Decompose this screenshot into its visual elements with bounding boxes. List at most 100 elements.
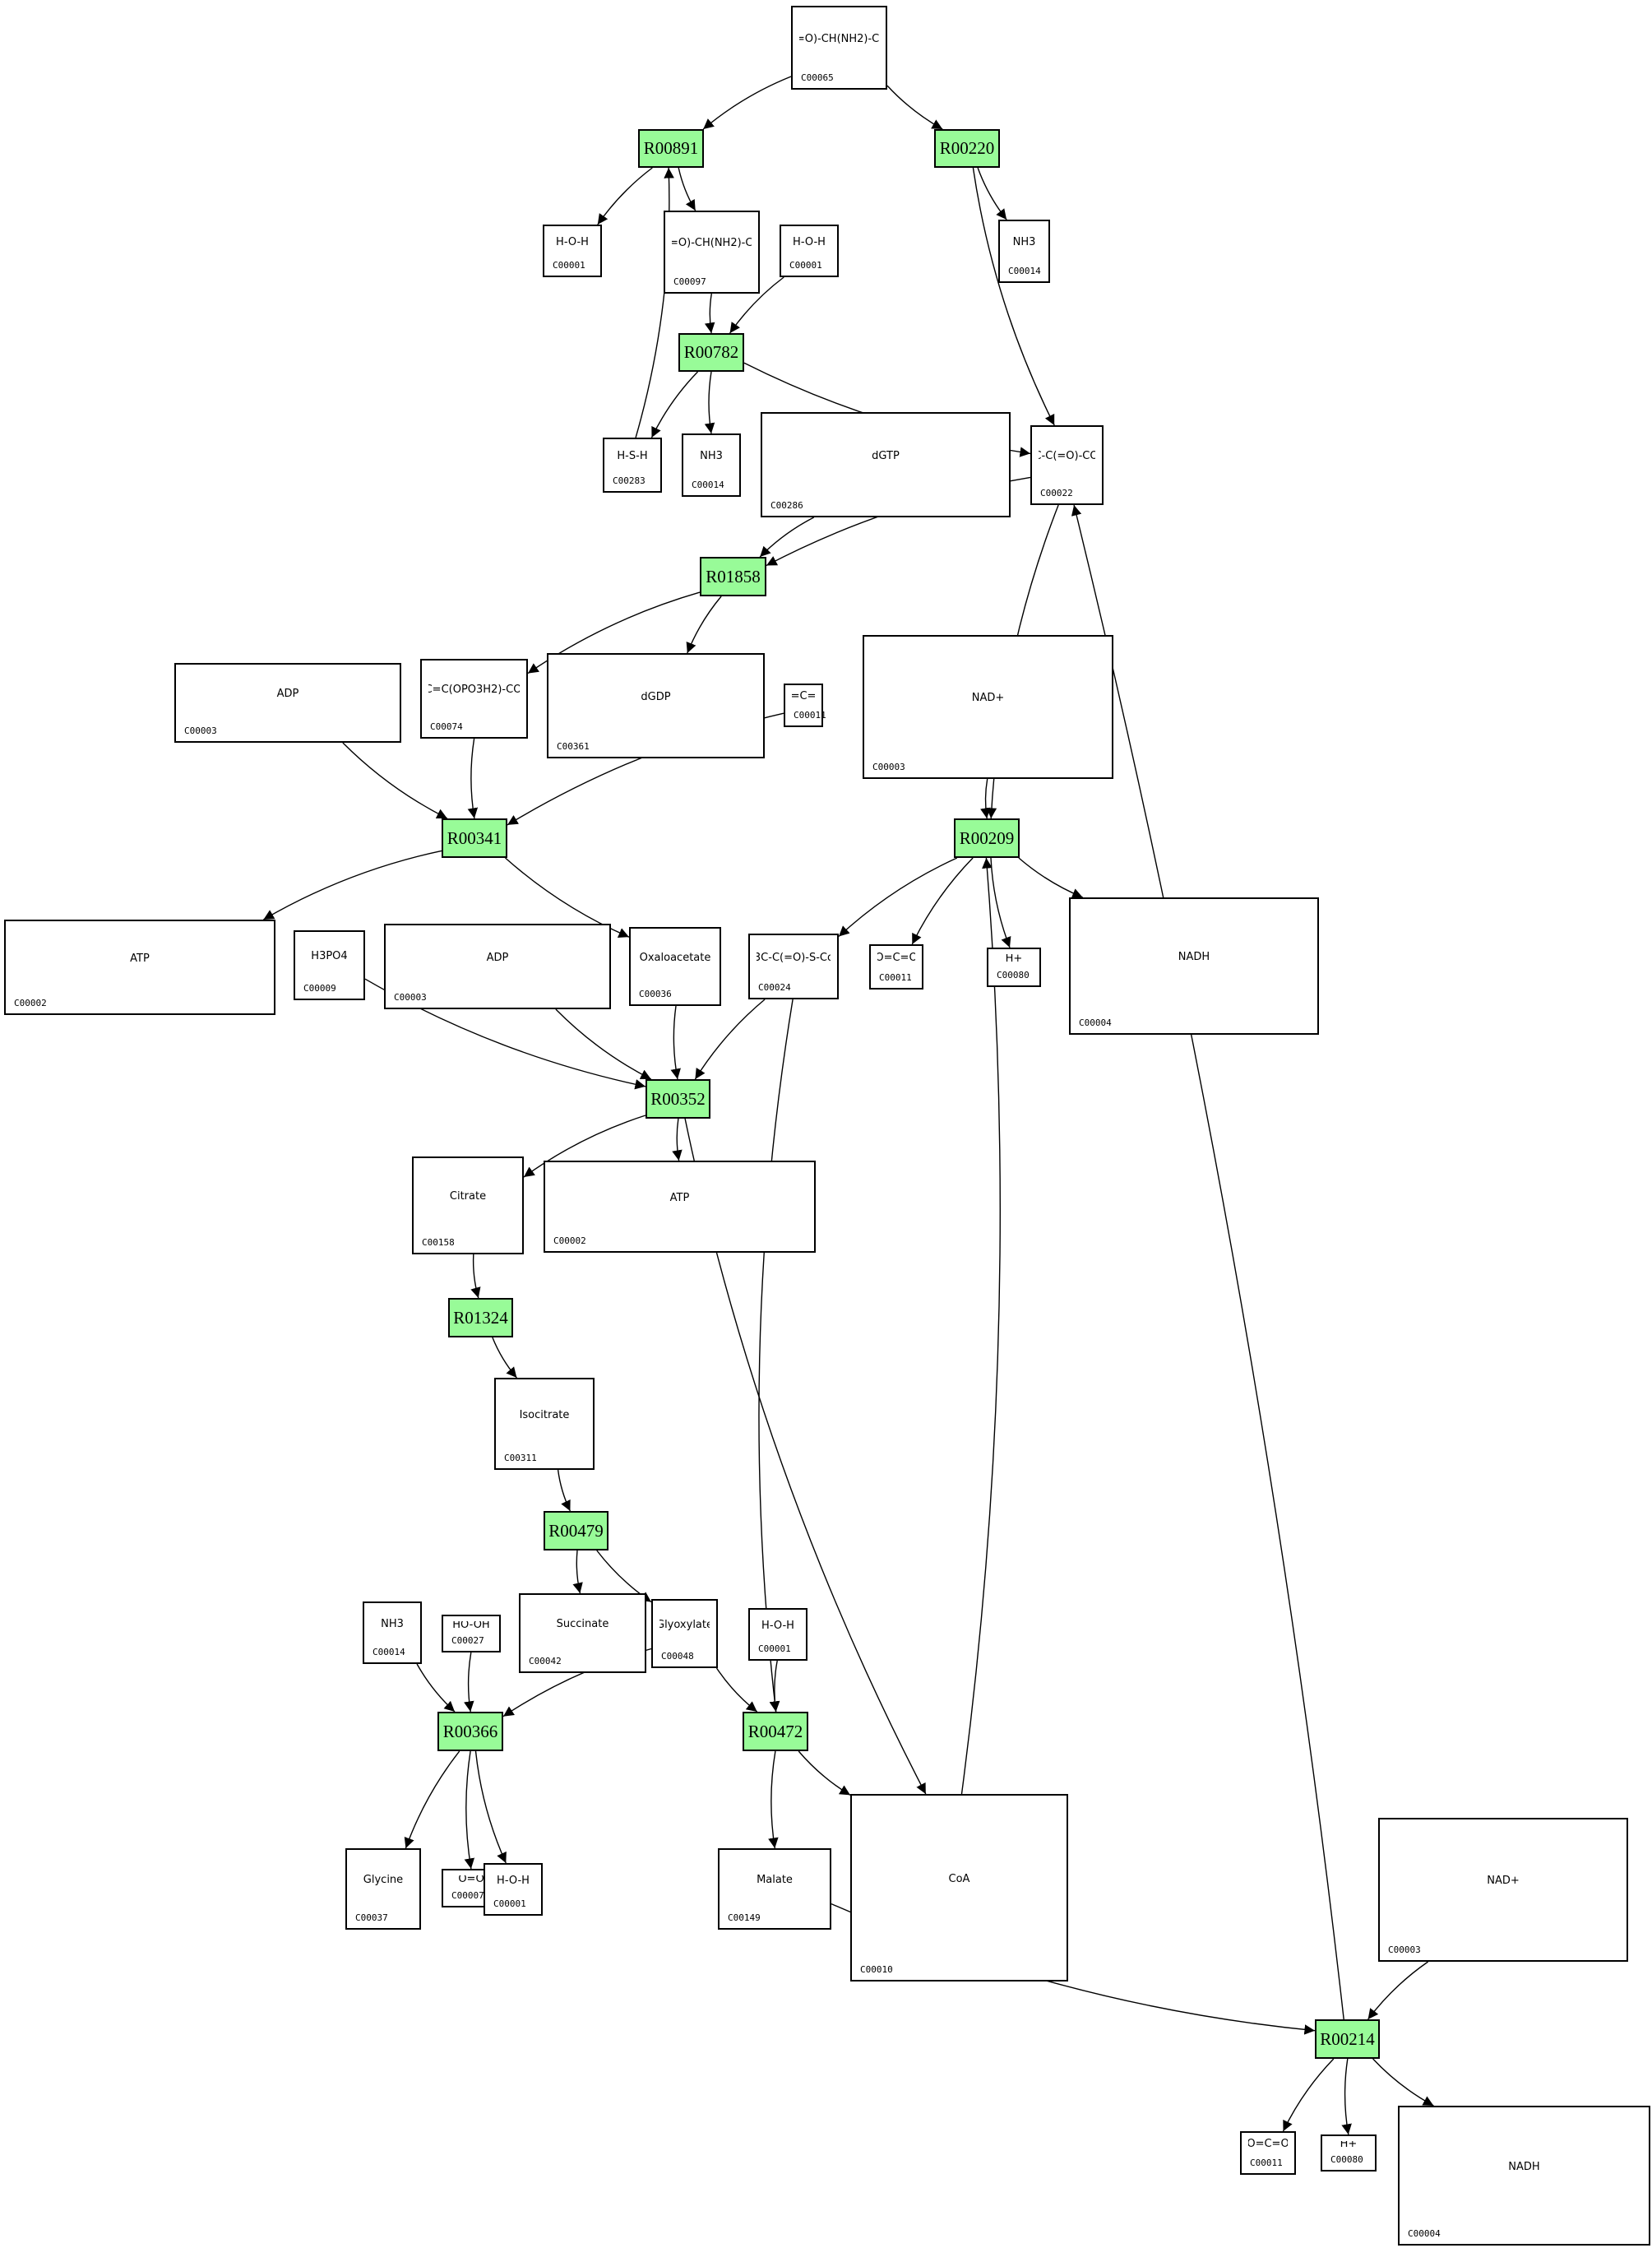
compound-node-c00003d[interactable]: NAD+C00003 [1378, 1818, 1628, 1962]
compound-node-c00080b[interactable]: H+C00080 [1321, 2134, 1377, 2172]
edge-r00891-to-c00097 [678, 167, 696, 211]
structure-image: ATP [130, 952, 150, 965]
reaction-node-r01324[interactable]: R01324 [448, 1298, 513, 1337]
edge-r00209-to-c00011b [911, 857, 974, 945]
compound-id-label: C00311 [504, 1453, 537, 1463]
compound-id-label: C00003 [394, 992, 427, 1003]
compound-id-label: C00042 [529, 1656, 562, 1666]
reaction-label: R00782 [683, 342, 739, 362]
structure-image: NH3 [700, 450, 723, 463]
structure-image: Glyoxylate [659, 1618, 710, 1631]
edge-c00311-to-r00479 [557, 1469, 571, 1512]
reaction-node-r00891[interactable]: R00891 [638, 129, 704, 168]
edge-c00014c-to-r00366 [416, 1663, 456, 1713]
reaction-node-r00341[interactable]: R00341 [442, 818, 507, 858]
compound-id-label: C00080 [997, 970, 1030, 980]
compound-node-c00024[interactable]: H3C-C(=O)-S-CoAC00024 [748, 934, 839, 999]
edge-c00065-to-r00220 [886, 85, 943, 130]
edge-r00352-to-c00002b [672, 1118, 683, 1161]
reaction-node-r01858[interactable]: R01858 [700, 557, 766, 596]
edge-r00214-to-c00011c [1282, 2058, 1335, 2132]
compound-node-c00022[interactable]: H3C-C(=O)-COOHC00022 [1030, 425, 1104, 505]
structure-image: H+ [1005, 954, 1023, 964]
compound-node-c00048[interactable]: GlyoxylateC00048 [651, 1599, 718, 1668]
reaction-node-r00352[interactable]: R00352 [646, 1079, 710, 1119]
reaction-node-r00479[interactable]: R00479 [544, 1511, 609, 1550]
reaction-node-r00366[interactable]: R00366 [437, 1712, 503, 1751]
reaction-label: R00220 [939, 138, 995, 158]
compound-node-c00003b[interactable]: NAD+C00003 [863, 635, 1113, 779]
structure-image: HO-OH [452, 1621, 490, 1629]
reaction-node-r00209[interactable]: R00209 [954, 818, 1020, 858]
compound-node-c00065[interactable]: HO-C(=O)-CH(NH2)-CH2-OHC00065 [791, 6, 887, 90]
reaction-node-r00214[interactable]: R00214 [1315, 2019, 1380, 2059]
edge-r00472-to-c00010 [798, 1750, 851, 1796]
reaction-label: R00891 [643, 138, 699, 158]
compound-id-label: C00011 [879, 972, 912, 983]
edge-r01324-to-c00311 [492, 1337, 517, 1379]
compound-id-label: C00027 [451, 1635, 484, 1646]
compound-id-label: C00361 [557, 741, 590, 752]
edge-c00003c-to-r00352 [555, 1008, 652, 1080]
compound-node-c00002b[interactable]: ATP C00002 [544, 1161, 816, 1253]
compound-id-label: C00002 [553, 1235, 586, 1246]
compound-node-c00074[interactable]: H2C=C(OPO3H2)-COOHC00074 [420, 659, 528, 739]
compound-node-c00027[interactable]: HO-OH C00027 [442, 1615, 501, 1652]
reaction-label: R00341 [447, 827, 502, 848]
compound-id-label: C00158 [422, 1237, 455, 1248]
reaction-node-r00220[interactable]: R00220 [934, 129, 1000, 168]
structure-image: ATP [669, 1191, 690, 1204]
reaction-label: R01324 [453, 1307, 508, 1328]
edge-c00010-to-r00209 [960, 857, 1001, 1795]
edge-r00891-to-c00001a [597, 167, 653, 225]
compound-id-label: C00004 [1079, 1017, 1112, 1028]
edge-c00003d-to-r00214 [1367, 1961, 1428, 2020]
reaction-node-r00782[interactable]: R00782 [678, 333, 744, 372]
edge-c00048-to-r00472 [715, 1667, 758, 1713]
compound-id-label: C00010 [860, 1964, 893, 1975]
structure-image: Glycine [363, 1874, 404, 1887]
compound-id-label: C00074 [430, 721, 463, 732]
structure-image: NADH [1508, 2160, 1540, 2173]
compound-id-label: C00048 [661, 1651, 694, 1662]
compound-id-label: C00001 [493, 1898, 526, 1909]
compound-id-label: C00001 [758, 1643, 791, 1654]
structure-image: NH3 [381, 1617, 404, 1630]
edge-r00341-to-c00036 [505, 857, 630, 938]
compound-id-label: C00036 [639, 989, 672, 999]
edge-c00036-to-r00352 [670, 1005, 681, 1080]
compound-node-c00080a[interactable]: H+ C00080 [987, 948, 1041, 987]
edge-r00472-to-c00149 [768, 1750, 779, 1849]
reaction-node-r00472[interactable]: R00472 [743, 1712, 808, 1751]
compound-id-label: C00024 [758, 982, 791, 993]
compound-node-c00097[interactable]: HO-C(=O)-CH(NH2)-CH2-SHC00097 [664, 211, 760, 294]
compound-id-label: C00007 [451, 1890, 484, 1901]
edge-r01858-to-c00361 [686, 596, 722, 654]
